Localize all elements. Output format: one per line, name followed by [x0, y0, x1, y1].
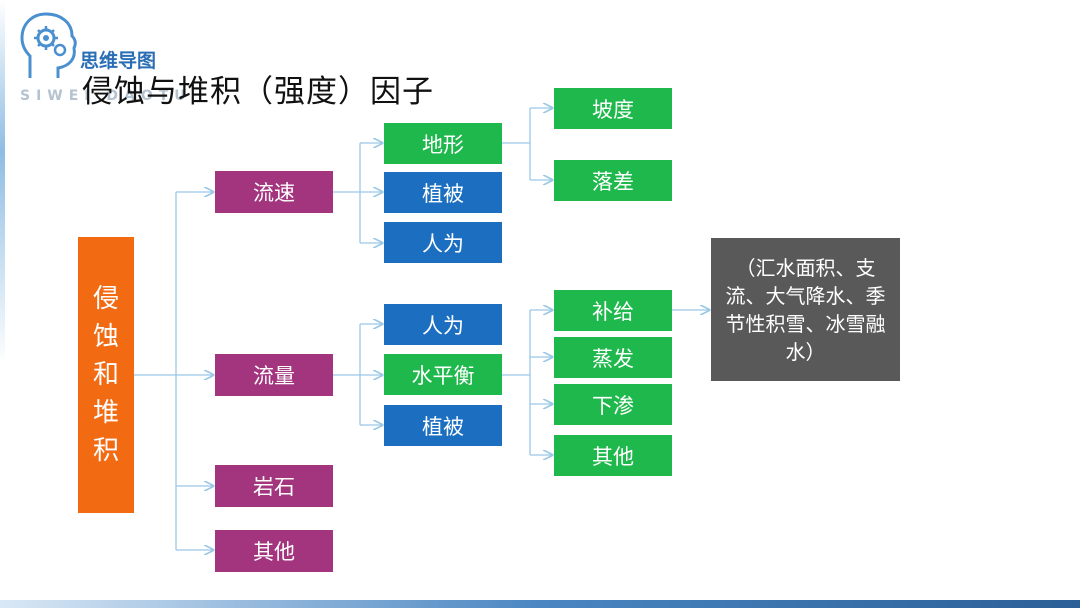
- node-vegetation-velocity: 植被: [384, 172, 502, 213]
- logo-subtitle: SIWEI DAOTU: [20, 88, 192, 104]
- node-human-velocity: 人为: [384, 222, 502, 263]
- factor-velocity: 流速: [215, 171, 333, 213]
- left-accent-bar: [0, 0, 5, 608]
- factor-other: 其他: [215, 530, 333, 572]
- bottom-bar: [0, 600, 1080, 608]
- logo: 思维导图 SIWEI DAOTU: [18, 12, 218, 107]
- node-drop: 落差: [554, 160, 672, 201]
- slide-title: 侵蚀与堆积（强度）因子: [82, 74, 434, 110]
- node-supply: 补给: [554, 290, 672, 331]
- factor-flow: 流量: [215, 354, 333, 396]
- root-node: 侵蚀和堆积: [78, 237, 134, 513]
- factor-rock: 岩石: [215, 465, 333, 507]
- node-human-flow: 人为: [384, 304, 502, 345]
- head-gear-icon: [20, 12, 77, 78]
- supply-note: （汇水面积、支流、大气降水、季节性积雪、冰雪融水）: [711, 238, 900, 381]
- node-infiltration: 下渗: [554, 384, 672, 425]
- node-balance-other: 其他: [554, 435, 672, 476]
- node-evaporation: 蒸发: [554, 337, 672, 378]
- node-vegetation-flow: 植被: [384, 405, 502, 446]
- node-water-balance: 水平衡: [384, 354, 502, 395]
- node-slope: 坡度: [554, 88, 672, 129]
- node-terrain: 地形: [384, 123, 502, 164]
- logo-brand: 思维导图: [80, 50, 157, 72]
